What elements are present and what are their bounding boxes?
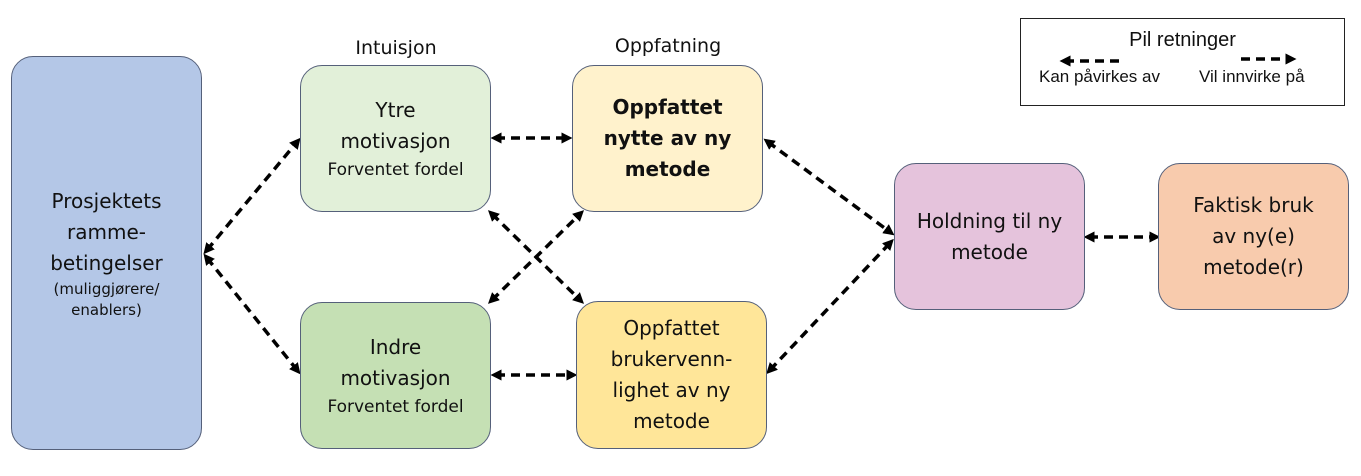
legend-title: Pil retninger [1129, 29, 1236, 51]
legend-arrows [1059, 53, 1297, 67]
perceived-usefulness-line-3: metode [624, 157, 711, 181]
perceived-ease-line-4: metode [633, 409, 710, 433]
framework-line-2: ramme- [67, 219, 146, 244]
framework-line-1: Prosjektets [51, 188, 162, 213]
outer-motivation-box: Ytre motivasjon Forventet fordel [300, 65, 491, 212]
perceived-ease-line-3: lighet av ny [612, 378, 731, 402]
framework-note-1: (muliggjørere/ [53, 279, 160, 298]
perceived-ease-line-2: brukervenn- [610, 347, 733, 371]
attitude-line-1: Holdning til ny [916, 208, 1063, 233]
perceived-usefulness-line-2: nytte av ny [603, 126, 732, 150]
arrow-ease-attitude [766, 238, 894, 375]
actual-use-line-3: metode(r) [1203, 255, 1304, 279]
framework-note-2: enablers) [71, 300, 142, 319]
arrow-framework-outer [203, 137, 301, 255]
outer-motivation-sub: Forventet fordel [327, 159, 464, 180]
perceived-ease-box: Oppfattet brukervenn- lighet av ny metod… [576, 301, 767, 449]
outer-motivation-line-1: Ytre [375, 97, 416, 122]
outer-motivation-line-2: motivasjon [340, 128, 451, 153]
attitude-line-2: metode [951, 239, 1028, 264]
legend-right-label: Vil innvirke på [1199, 67, 1305, 86]
inner-motivation-line-2: motivasjon [340, 365, 451, 390]
legend-left-label: Kan påvirkes av [1039, 67, 1160, 86]
actual-use-line-1: Faktisk bruk [1193, 193, 1314, 217]
perceived-usefulness-line-1: Oppfattet [612, 95, 723, 119]
attitude-box: Holdning til ny metode [894, 163, 1085, 310]
perceived-ease-line-1: Oppfattet [623, 316, 720, 340]
actual-use-line-2: av ny(e) [1212, 224, 1295, 248]
framework-box: Prosjektets ramme- betingelser (muliggjø… [11, 56, 202, 450]
arrow-usefulness-attitude [763, 138, 895, 236]
perceived-usefulness-box: Oppfattet nytte av ny metode [572, 65, 763, 212]
column-header-intuition: Intuisjon [355, 37, 437, 59]
column-header-perception: Oppfatning [614, 35, 722, 57]
inner-motivation-sub: Forventet fordel [327, 396, 464, 417]
inner-motivation-box: Indre motivasjon Forventet fordel [300, 302, 491, 449]
inner-motivation-line-1: Indre [369, 334, 422, 359]
arrow-framework-inner [203, 253, 301, 375]
framework-line-3: betingelser [50, 250, 163, 275]
arrow-legend: Pil retninger Kan påvirkes av Vil innvir… [1020, 18, 1345, 106]
arrow-inner-usefulness [487, 210, 585, 304]
actual-use-box: Faktisk bruk av ny(e) metode(r) [1158, 163, 1349, 310]
